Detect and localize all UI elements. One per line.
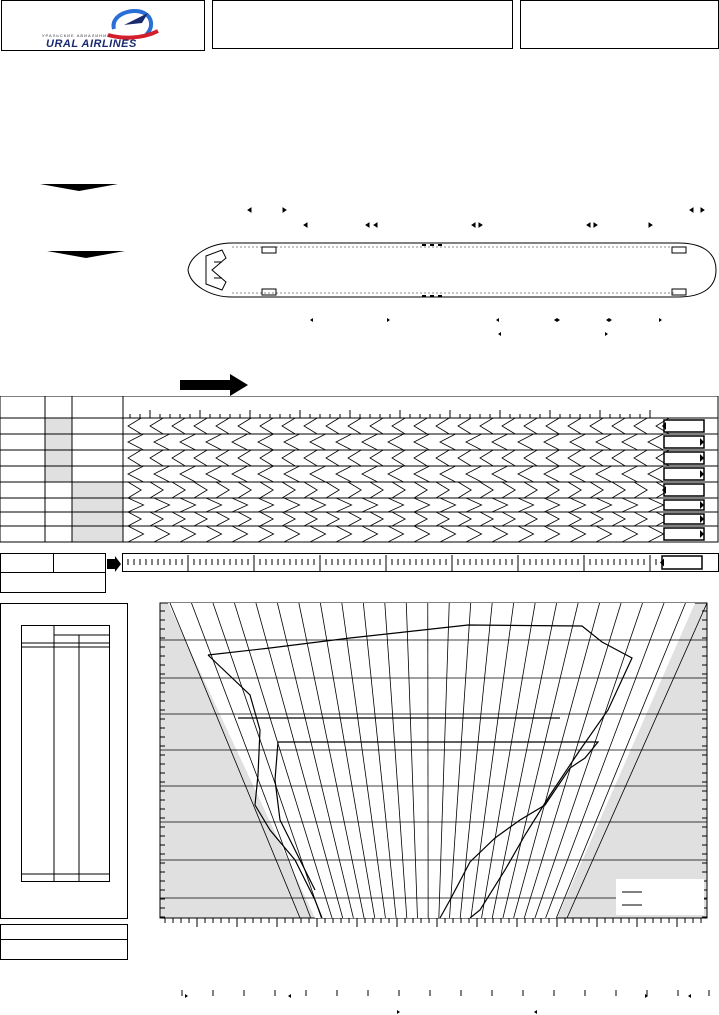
index-row-pattern xyxy=(127,481,670,499)
chart-index-line xyxy=(255,602,344,919)
chart-index-line xyxy=(555,602,686,919)
index-row-end-box xyxy=(663,527,705,541)
cg-envelope-outer xyxy=(207,624,633,919)
cg-envelope-fwd xyxy=(207,654,323,919)
logo-tagline: УРАЛЬСКИЕ АВИАЛИНИИ xyxy=(42,33,111,38)
bottom-marker xyxy=(688,994,691,998)
fuselage-outline xyxy=(187,242,717,298)
chart-legend xyxy=(616,879,704,915)
index-row-pattern xyxy=(127,497,665,513)
index-row-pattern xyxy=(127,449,670,467)
chart-index-line xyxy=(449,602,472,919)
chart-index-line xyxy=(545,602,665,919)
index-row-end-box xyxy=(663,451,705,465)
index-row-pattern xyxy=(127,433,664,451)
chart-index-line xyxy=(502,602,579,919)
chart-index-line xyxy=(405,602,418,919)
chart-index-line xyxy=(491,602,558,919)
header-field-center xyxy=(212,0,513,49)
index-row-end-box xyxy=(663,467,705,481)
data-table-footer xyxy=(0,924,128,960)
index-row-end-box xyxy=(663,419,705,433)
ural-airlines-logo-mark xyxy=(107,9,159,40)
index-row-end-box xyxy=(663,483,705,497)
index-row-pattern xyxy=(127,465,664,483)
chart-white-zone xyxy=(168,603,695,918)
chart-index-line xyxy=(298,602,365,919)
chart-index-line xyxy=(513,602,600,919)
chart-index-line xyxy=(459,602,493,919)
bottom-markers xyxy=(181,990,710,1014)
chart-index-line xyxy=(566,602,708,919)
index-table xyxy=(0,396,719,543)
fuselage-diagram xyxy=(187,207,717,336)
bottom-marker xyxy=(534,1010,537,1014)
index-row-pattern xyxy=(127,525,665,543)
scale-label-box xyxy=(0,553,106,593)
chart-index-line xyxy=(438,602,450,919)
chart-index-line xyxy=(319,602,376,919)
zone-markers-top xyxy=(247,207,705,228)
cg-envelope-inner xyxy=(238,717,600,919)
chart-index-line xyxy=(169,602,301,919)
bottom-marker xyxy=(185,994,188,998)
data-table-grid xyxy=(21,625,110,882)
chart-index-line xyxy=(362,602,397,919)
chart-index-line xyxy=(341,602,386,919)
pointer-right-icon xyxy=(107,556,121,572)
chart-index-line xyxy=(191,602,312,919)
chart-index-line xyxy=(534,602,643,919)
bottom-marker xyxy=(397,1010,400,1014)
chart-index-line xyxy=(234,602,333,919)
balance-chart xyxy=(159,602,708,927)
index-row-pattern xyxy=(127,511,671,527)
index-scale-bar xyxy=(122,553,719,572)
chart-index-line xyxy=(470,602,515,919)
zone-markers-bottom xyxy=(310,318,662,336)
bottom-marker xyxy=(288,994,291,998)
arrow-right-icon xyxy=(180,374,248,396)
data-table-frame xyxy=(0,603,128,919)
header-field-right xyxy=(520,0,719,49)
chart-index-line xyxy=(384,602,408,919)
triangle-down-icon xyxy=(40,184,118,191)
index-row-end-box xyxy=(663,435,705,449)
index-row-end-box xyxy=(663,499,705,511)
logo-name: URAL AIRLINES xyxy=(46,38,137,50)
triangle-down-icon xyxy=(47,251,125,258)
index-row-end-box xyxy=(663,513,705,525)
chart-index-line xyxy=(277,602,354,919)
index-row-pattern xyxy=(127,417,670,435)
bottom-marker xyxy=(645,994,648,998)
logo-box: УРАЛЬСКИЕ АВИАЛИНИИ URAL AIRLINES xyxy=(1,0,205,51)
chart-index-line xyxy=(481,602,536,919)
scale-end-box xyxy=(661,555,703,570)
